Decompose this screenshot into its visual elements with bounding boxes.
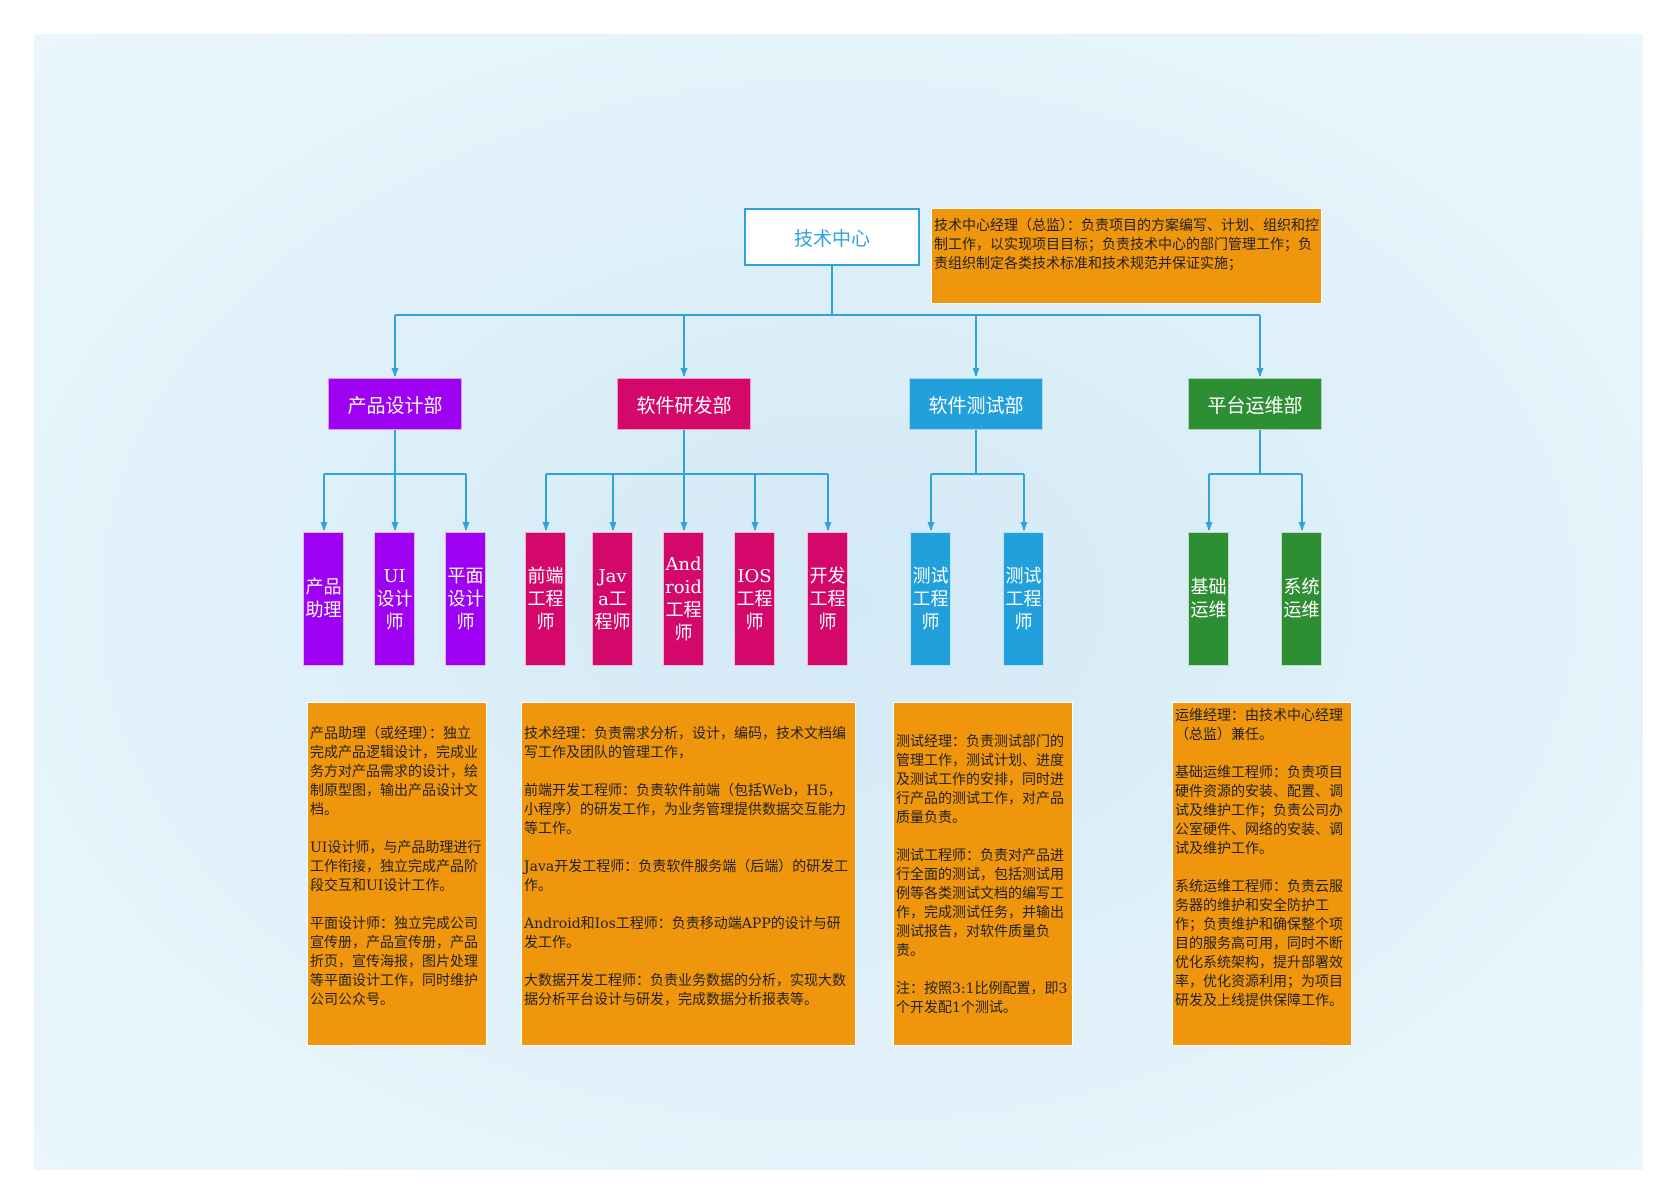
role-dev-engineer: 开发工程师 — [807, 532, 848, 666]
role-java-engineer: Java工程师 — [592, 532, 633, 666]
role-basic-ops: 基础运维 — [1188, 532, 1229, 666]
role-graphic-designer: 平面设计师 — [445, 532, 486, 666]
tech-center-manager-description: 技术中心经理（总监）：负责项目的方案编写、计划、组织和控制工作，以实现项目目标；… — [931, 208, 1322, 304]
platform-ops-description: 运维经理：由技术中心经理（总监）兼任。 基础运维工程师：负责项目硬件资源的安装、… — [1172, 702, 1352, 1046]
tech-center-root: 技术中心 — [744, 208, 920, 266]
software-test-description: 测试经理：负责测试部门的管理工作，测试计划、进度及测试工作的安排，同时进行产品的… — [893, 702, 1073, 1046]
dept-software-test-label: 软件测试部 — [928, 394, 1024, 417]
dept-software-dev: 软件研发部 — [617, 378, 751, 430]
role-label: 基础运维 — [1190, 577, 1227, 621]
product-design-description: 产品助理（或经理）：独立完成产品逻辑设计，完成业务方对产品需求的设计，绘制原型图… — [307, 702, 487, 1046]
role-label: Java工程师 — [594, 565, 631, 633]
role-label: 前端工程师 — [527, 565, 564, 633]
role-label: IOS工程师 — [736, 565, 773, 633]
role-test-engineer-1: 测试工程师 — [910, 532, 951, 666]
role-ios-engineer: IOS工程师 — [734, 532, 775, 666]
dept-platform-ops: 平台运维部 — [1188, 378, 1322, 430]
role-system-ops: 系统运维 — [1281, 532, 1322, 666]
dept-product-design-label: 产品设计部 — [347, 394, 443, 417]
role-product-assistant: 产品助理 — [303, 532, 344, 666]
role-ui-designer: UI设计师 — [374, 532, 415, 666]
role-label: UI设计师 — [376, 565, 413, 633]
role-label: 开发工程师 — [809, 565, 846, 633]
role-label: 测试工程师 — [912, 565, 949, 633]
software-dev-description: 技术经理：负责需求分析，设计，编码，技术文档编写工作及团队的管理工作， 前端开发… — [521, 702, 856, 1046]
role-test-engineer-2: 测试工程师 — [1003, 532, 1044, 666]
dept-software-test: 软件测试部 — [909, 378, 1043, 430]
dept-platform-ops-label: 平台运维部 — [1207, 394, 1303, 417]
dept-product-design: 产品设计部 — [328, 378, 462, 430]
role-frontend-engineer: 前端工程师 — [525, 532, 566, 666]
role-label: 系统运维 — [1283, 577, 1320, 621]
role-label: 平面设计师 — [447, 565, 484, 633]
tech-center-label: 技术中心 — [793, 227, 870, 250]
role-label: Android工程师 — [665, 554, 702, 644]
role-label: 产品助理 — [305, 577, 342, 621]
dept-software-dev-label: 软件研发部 — [636, 394, 732, 417]
role-label: 测试工程师 — [1005, 565, 1042, 633]
role-android-engineer: Android工程师 — [663, 532, 704, 666]
